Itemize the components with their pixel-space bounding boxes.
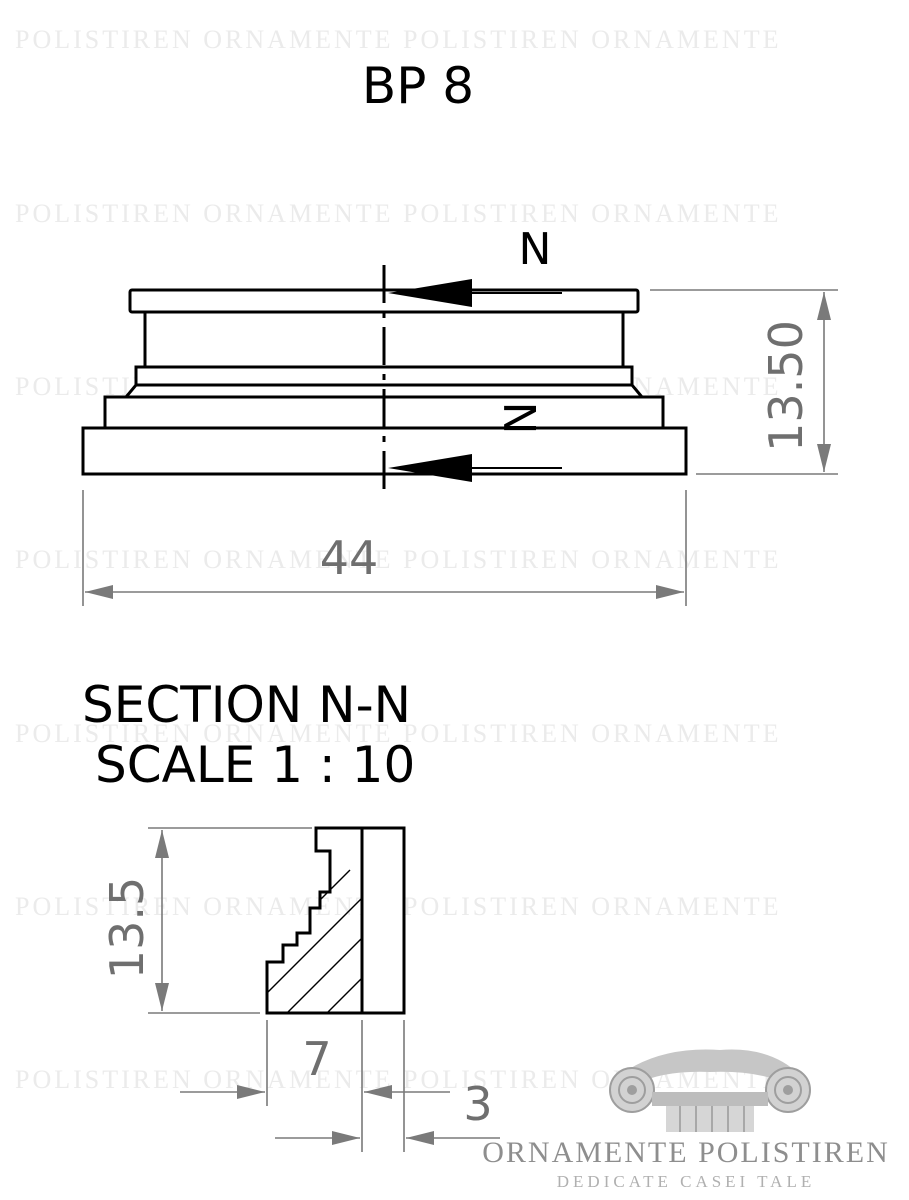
logo-brand: ORNAMENTE POLISTIREN — [482, 1136, 890, 1169]
ionic-capital-icon — [609, 1049, 811, 1132]
front-height-value: 13.50 — [759, 320, 813, 452]
section-profile — [265, 826, 406, 1015]
front-height-dimension — [650, 289, 838, 475]
section-height-value: 13.5 — [100, 877, 154, 979]
scale-label: SCALE 1 : 10 — [95, 736, 415, 794]
section-label-bottom: N — [496, 402, 547, 435]
section-arrow-top — [388, 279, 472, 307]
section-wall-value: 3 — [463, 1077, 492, 1131]
section-title: SECTION N-N — [82, 676, 411, 734]
svg-text:POLISTIREN ORNAMENTE POLISTIRE: POLISTIREN ORNAMENTE POLISTIREN ORNAMENT… — [15, 199, 781, 228]
section-depth-dimension — [180, 1020, 450, 1152]
front-width-value: 44 — [320, 531, 379, 585]
section-label-top: N — [519, 224, 552, 275]
logo: ORNAMENTE POLISTIREN DEDICATE CASEI TALE — [482, 1049, 890, 1191]
svg-text:POLISTIREN ORNAMENTE POLISTIRE: POLISTIREN ORNAMENTE POLISTIREN ORNAMENT… — [15, 545, 781, 574]
section-line — [382, 265, 562, 498]
logo-tagline: DEDICATE CASEI TALE — [557, 1172, 815, 1191]
section-height-dimension — [148, 827, 312, 1014]
svg-text:POLISTIREN ORNAMENTE POLISTIRE: POLISTIREN ORNAMENTE POLISTIREN ORNAMENT… — [15, 719, 781, 748]
front-width-dimension — [82, 490, 687, 606]
section-depth-value: 7 — [302, 1032, 331, 1086]
drawing-title: BP 8 — [362, 57, 474, 115]
section-wall — [360, 826, 406, 1015]
section-wall-dimension — [275, 1020, 500, 1152]
section-arrow-bottom — [388, 454, 472, 482]
svg-text:POLISTIREN ORNAMENTE POLISTIRE: POLISTIREN ORNAMENTE POLISTIREN ORNAMENT… — [15, 25, 781, 54]
